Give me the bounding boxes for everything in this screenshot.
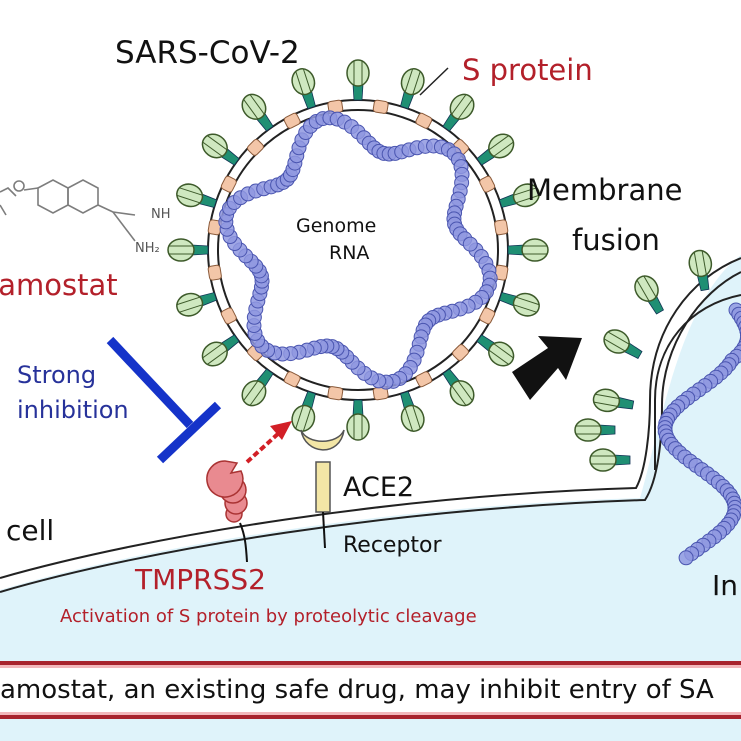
drug-name-label: famostat (0, 268, 118, 302)
membrane-protein-icon (479, 307, 496, 325)
spike-protein-icon (400, 390, 425, 432)
membrane-label: Membrane (527, 173, 683, 207)
membrane-protein-icon (372, 99, 389, 114)
membrane-protein-icon (283, 371, 301, 388)
membrane-protein-icon (327, 386, 344, 401)
membrane-protein-icon (247, 139, 264, 156)
genome-rna-strand (218, 110, 498, 390)
membrane-proteins (207, 99, 509, 401)
virus-title: SARS-CoV-2 (115, 35, 300, 71)
tmprss2-label: TMPRSS2 (135, 563, 266, 596)
membrane-protein-icon (452, 344, 469, 361)
fusion-label: fusion (572, 223, 660, 257)
membrane-protein-icon (283, 112, 301, 129)
spike-protein-icon (442, 93, 475, 132)
summary-text: amostat, an existing safe drug, may inhi… (0, 675, 714, 705)
spike-protein-icon (442, 368, 475, 407)
fusion-arrow (512, 336, 582, 400)
rna-bead (678, 550, 694, 566)
nafamostat-structure (0, 179, 136, 242)
rna-bead (462, 236, 478, 252)
membrane-protein-icon (415, 371, 433, 388)
membrane-protein-icon (415, 112, 433, 129)
spike-protein-icon (498, 292, 540, 317)
spike-protein-icon (346, 399, 370, 441)
genome-label: Genome (296, 215, 377, 237)
tmprss2-protein (206, 460, 248, 523)
membrane-protein-icon (479, 175, 496, 193)
spike-protein-icon (688, 249, 713, 292)
strong-label: Strong (17, 361, 97, 389)
spike-protein-icon (634, 275, 664, 315)
ace2-receptor (300, 429, 345, 513)
s-protein-pointer (419, 67, 449, 96)
spike-protein-icon (603, 329, 643, 359)
summary-banner: amostat, an existing safe drug, may inhi… (0, 661, 741, 719)
spike-protein-icon (476, 133, 515, 166)
s-protein-label: S protein (462, 53, 593, 87)
receptor-label: Receptor (343, 533, 442, 558)
spike-protein-icon (589, 448, 631, 472)
spike-protein-icon (167, 238, 209, 262)
spike-protein-icon (476, 334, 515, 367)
spike-protein-icon (592, 388, 635, 413)
nh2-label: NH₂ (135, 241, 160, 256)
cell-label: cell (6, 514, 55, 547)
membrane-protein-icon (220, 175, 237, 193)
spike-protein-icon (574, 418, 616, 442)
rna-label: RNA (329, 242, 370, 264)
inhibition-label: inhibition (17, 396, 129, 424)
fused-virus-envelope (654, 294, 741, 470)
membrane-protein-icon (220, 307, 237, 325)
spike-protein-icon (241, 93, 274, 132)
infection-label: In (712, 569, 739, 602)
ace2-anchor (322, 511, 326, 549)
membrane-protein-icon (494, 219, 509, 236)
fused-virus-spikes (574, 249, 713, 472)
virion-spikes (167, 59, 549, 441)
host-cell-membrane-outer (0, 257, 741, 579)
spike-protein-icon (176, 183, 218, 208)
host-cell-membrane-inner (0, 271, 741, 593)
membrane-protein-icon (207, 264, 222, 281)
host-cell-interior (0, 255, 741, 741)
spike-protein-icon (498, 183, 540, 208)
nh-label: NH (151, 207, 171, 222)
activation-arrow (245, 421, 292, 464)
spike-protein-icon (400, 68, 425, 110)
fused-virus-rna (657, 302, 741, 566)
spike-protein-icon (346, 59, 370, 101)
spike-protein-icon (291, 390, 316, 432)
spike-protein-icon (241, 368, 274, 407)
spike-protein-icon (201, 334, 240, 367)
spike-protein-icon (176, 292, 218, 317)
activation-caption: Activation of S protein by proteolytic c… (60, 606, 477, 627)
spike-protein-icon (507, 238, 549, 262)
ace2-label: ACE2 (343, 472, 415, 503)
spike-protein-icon (201, 133, 240, 166)
tmprss2-anchor (239, 522, 248, 563)
inhibition-t-bar-icon (106, 336, 222, 464)
spike-protein-icon (291, 68, 316, 110)
